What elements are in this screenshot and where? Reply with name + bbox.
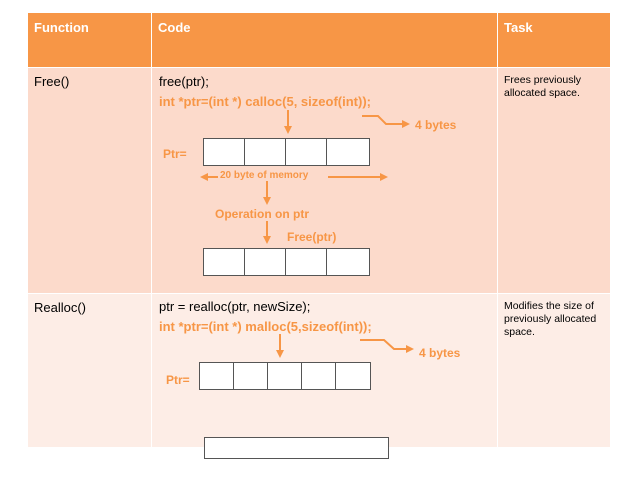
memory-cell <box>245 249 286 275</box>
row1-memory-block-top <box>203 138 370 166</box>
memory-cell <box>204 139 245 165</box>
row1-free-label: Free(ptr) <box>287 230 337 244</box>
row1-function: Free() <box>28 68 152 294</box>
bytes-arrow <box>362 115 410 128</box>
row2-ptr-label: Ptr= <box>166 373 190 387</box>
memory-cell <box>200 363 234 389</box>
row1-code-line: free(ptr); <box>159 74 209 89</box>
memory-cell <box>302 363 336 389</box>
row2-bytes-label: 4 bytes <box>419 346 461 360</box>
row1-operation-label: Operation on ptr <box>215 207 309 221</box>
memory-cell <box>234 363 268 389</box>
row2-code-line: ptr = realloc(ptr, newSize); <box>159 299 311 314</box>
row2-function: Realloc() <box>28 294 152 448</box>
row2-malloc-code: int *ptr=(int *) malloc(5,sizeof(int)); <box>159 319 372 334</box>
row1-bytes-label: 4 bytes <box>415 118 457 132</box>
memory-cell <box>286 139 327 165</box>
memory-cell <box>286 249 327 275</box>
row1-task: Frees previously allocated space. <box>498 68 611 294</box>
memory-cell <box>268 363 302 389</box>
row2-task: Modifies the size of previously allocate… <box>498 294 611 448</box>
header-function: Function <box>28 13 152 68</box>
header-code: Code <box>152 13 498 68</box>
row1-memory-label: 20 byte of memory <box>220 170 309 181</box>
row1-ptr-label: Ptr= <box>163 147 187 161</box>
memory-cell <box>204 249 245 275</box>
memory-cell <box>245 139 286 165</box>
header-task: Task <box>498 13 611 68</box>
row1-calloc-code: int *ptr=(int *) calloc(5, sizeof(int)); <box>159 94 371 109</box>
row2-memory-block <box>199 362 371 390</box>
row2-resized-block <box>204 437 389 459</box>
bytes-arrow <box>360 339 414 353</box>
row1-memory-block-bottom <box>203 248 370 276</box>
